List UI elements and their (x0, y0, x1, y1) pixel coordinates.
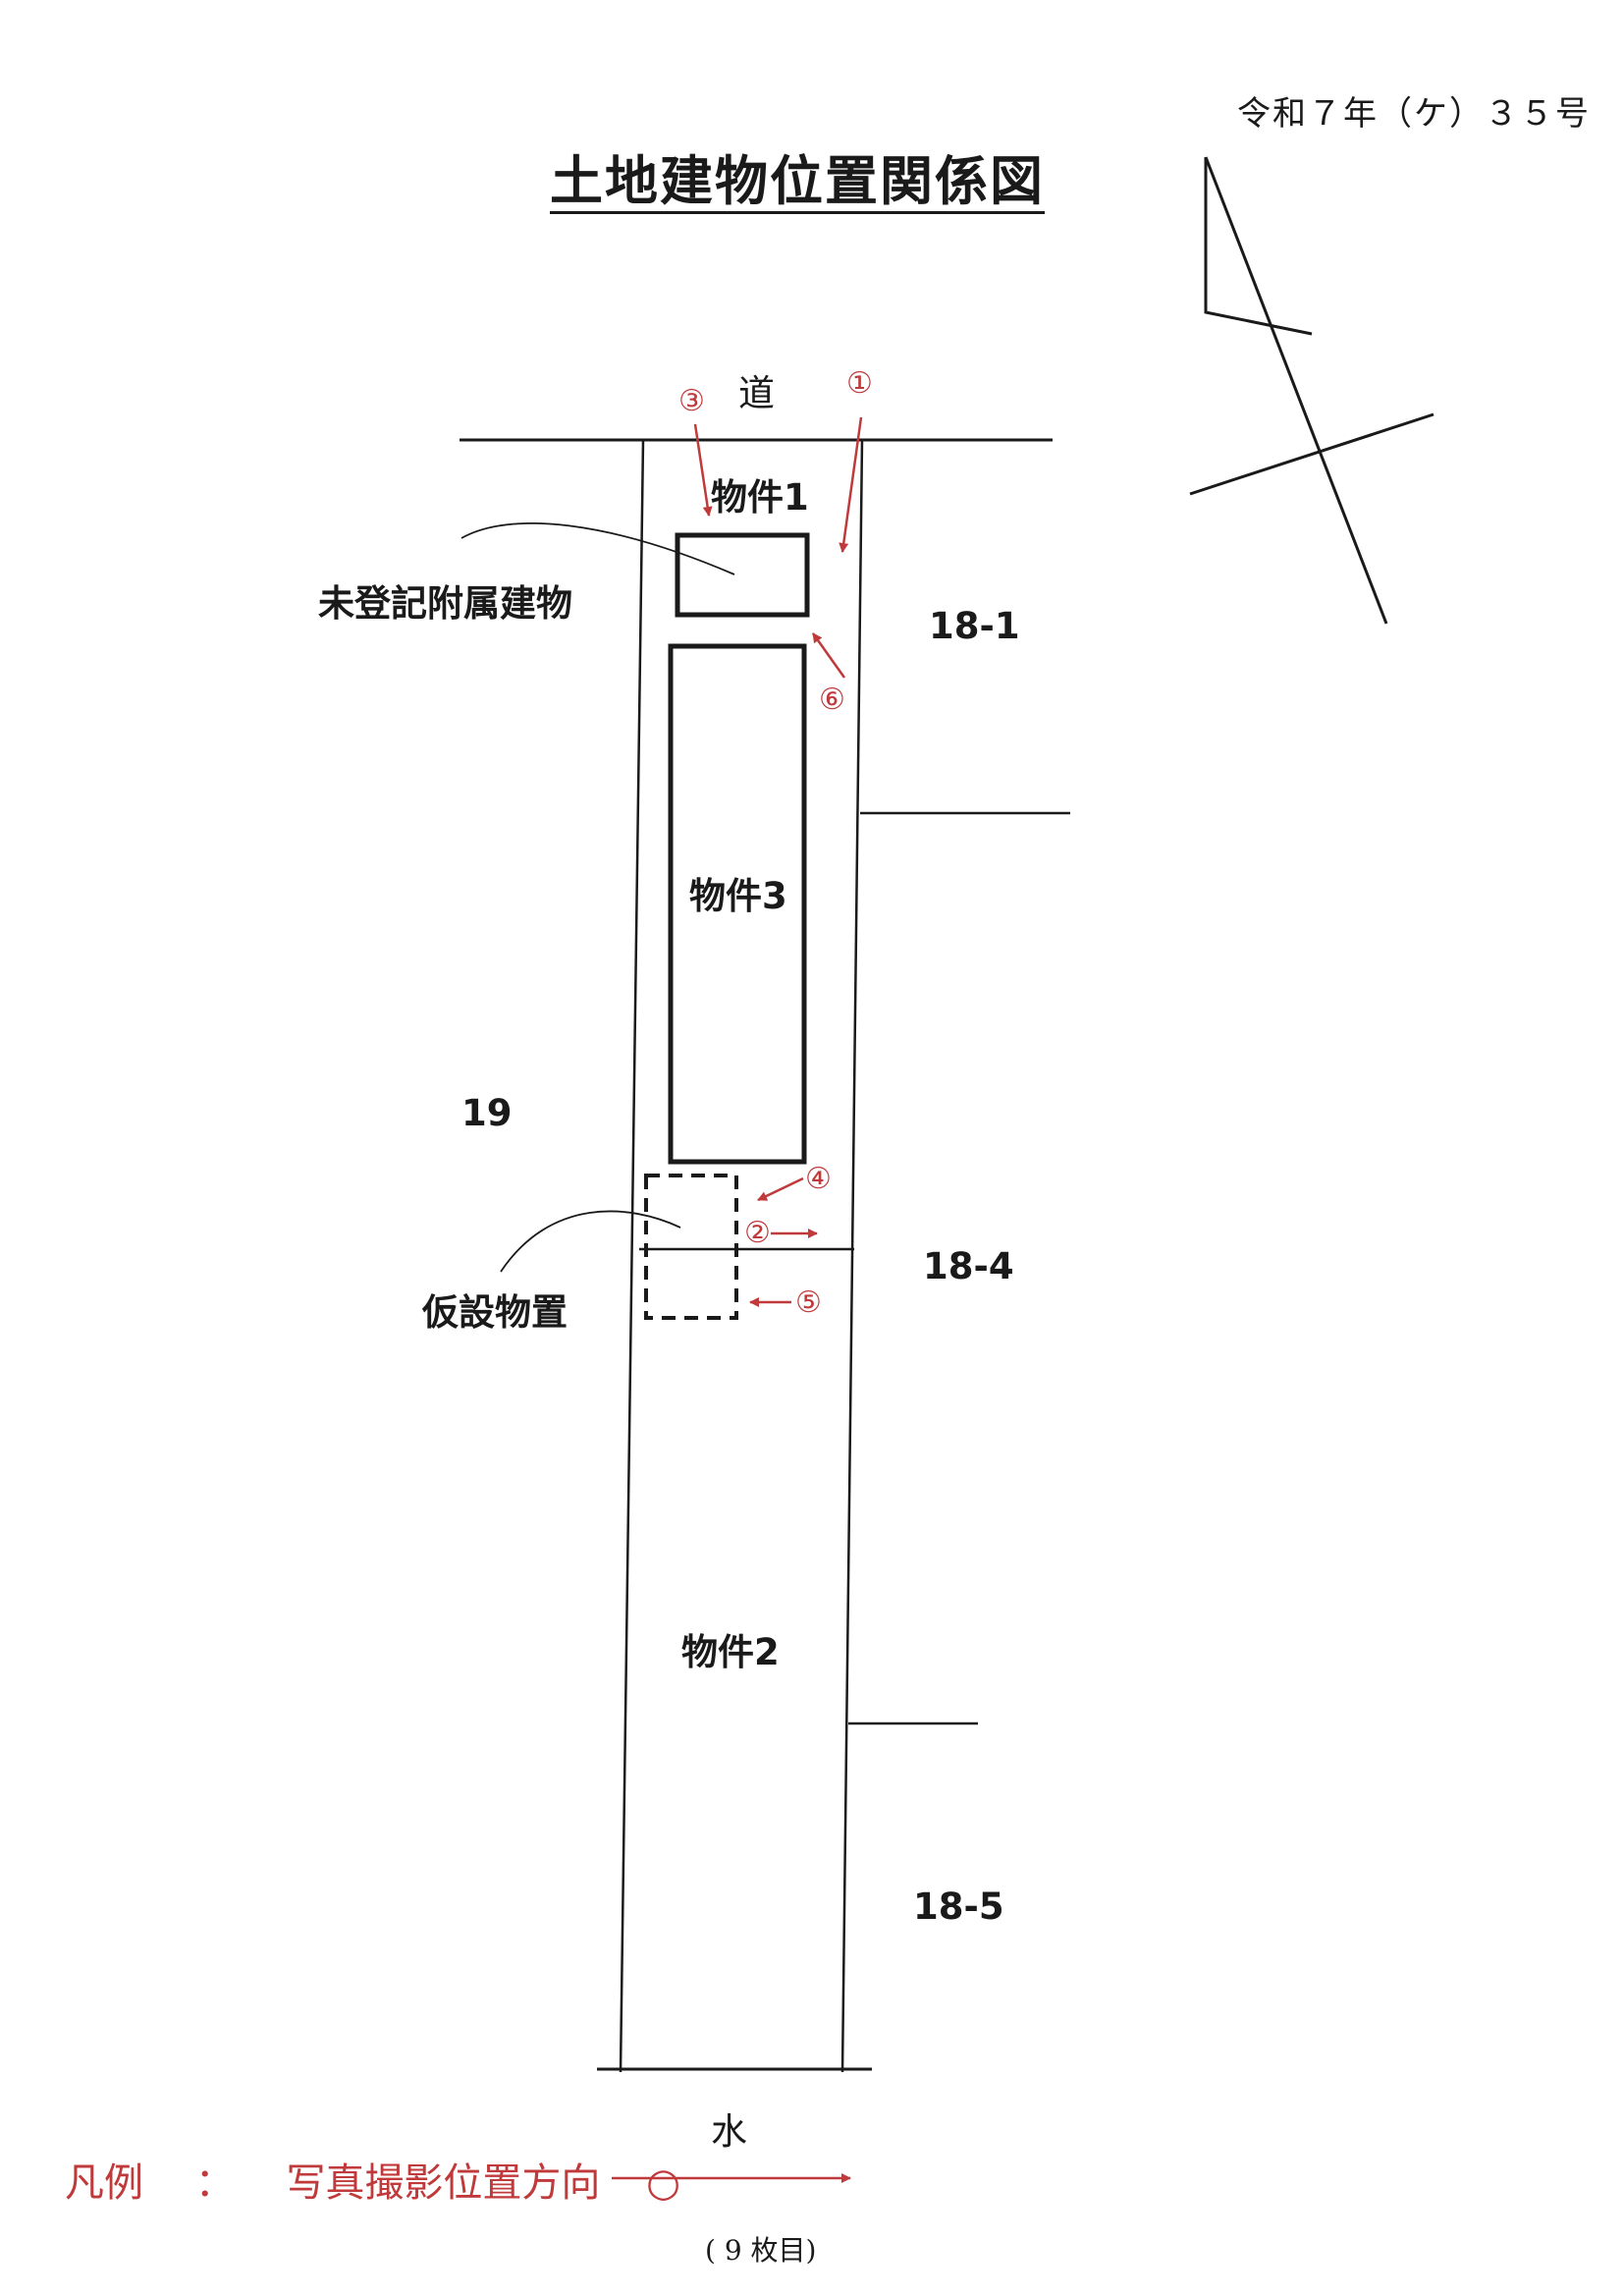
property3-building (668, 643, 807, 1165)
photo-arrow-6 (811, 632, 846, 679)
lot-boundaries (597, 439, 1070, 2073)
photo-marker-4: ④ (805, 1162, 832, 1196)
temporary-storage-label: 仮設物置 (422, 1291, 568, 1334)
photo-arrow-4 (757, 1176, 804, 1202)
road-label: 道 (738, 372, 775, 414)
storage-leader-line (500, 1210, 681, 1273)
legend-separator: ： (194, 2160, 235, 2206)
unregistered-annex-label: 未登記附属建物 (318, 582, 572, 625)
page-count: ( 9 枚目) (705, 2234, 817, 2267)
legend-label: 凡例 (65, 2160, 143, 2206)
property1-label: 物件1 (711, 476, 809, 519)
lot-18-4-label: 18-4 (923, 1245, 1014, 1287)
lot-19-label: 19 (461, 1092, 513, 1134)
annex-leader-line (460, 522, 735, 575)
property3-label: 物件3 (689, 875, 787, 917)
photo-marker-1: ① (846, 366, 873, 401)
temporary-storage-shed (644, 1174, 738, 1320)
north-arrow-icon (1189, 156, 1435, 625)
property2-label: 物件2 (681, 1631, 780, 1673)
photo-marker-3: ③ (678, 384, 705, 418)
lot-18-1-label: 18-1 (929, 605, 1020, 647)
legend-circle-icon: ○ (646, 2160, 681, 2206)
water-label: 水 (711, 2110, 747, 2153)
photo-marker-5: ⑤ (795, 1285, 822, 1320)
photo-arrow-3 (693, 423, 713, 517)
photo-arrow-1 (839, 416, 863, 553)
lot-18-5-label: 18-5 (913, 1886, 1004, 1928)
case-number: 令和７年（ケ）３５号 (1237, 94, 1591, 134)
legend-description: 写真撮影位置方向 (286, 2160, 601, 2206)
unregistered-annex-building (675, 532, 810, 618)
photo-marker-2: ② (744, 1216, 771, 1250)
legend: 凡例 ： 写真撮影位置方向 ○ (65, 2151, 680, 2208)
photo-marker-6: ⑥ (819, 683, 845, 717)
page-title: 土地建物位置関係図 (550, 149, 1045, 212)
photo-direction-arrows (612, 416, 863, 2183)
